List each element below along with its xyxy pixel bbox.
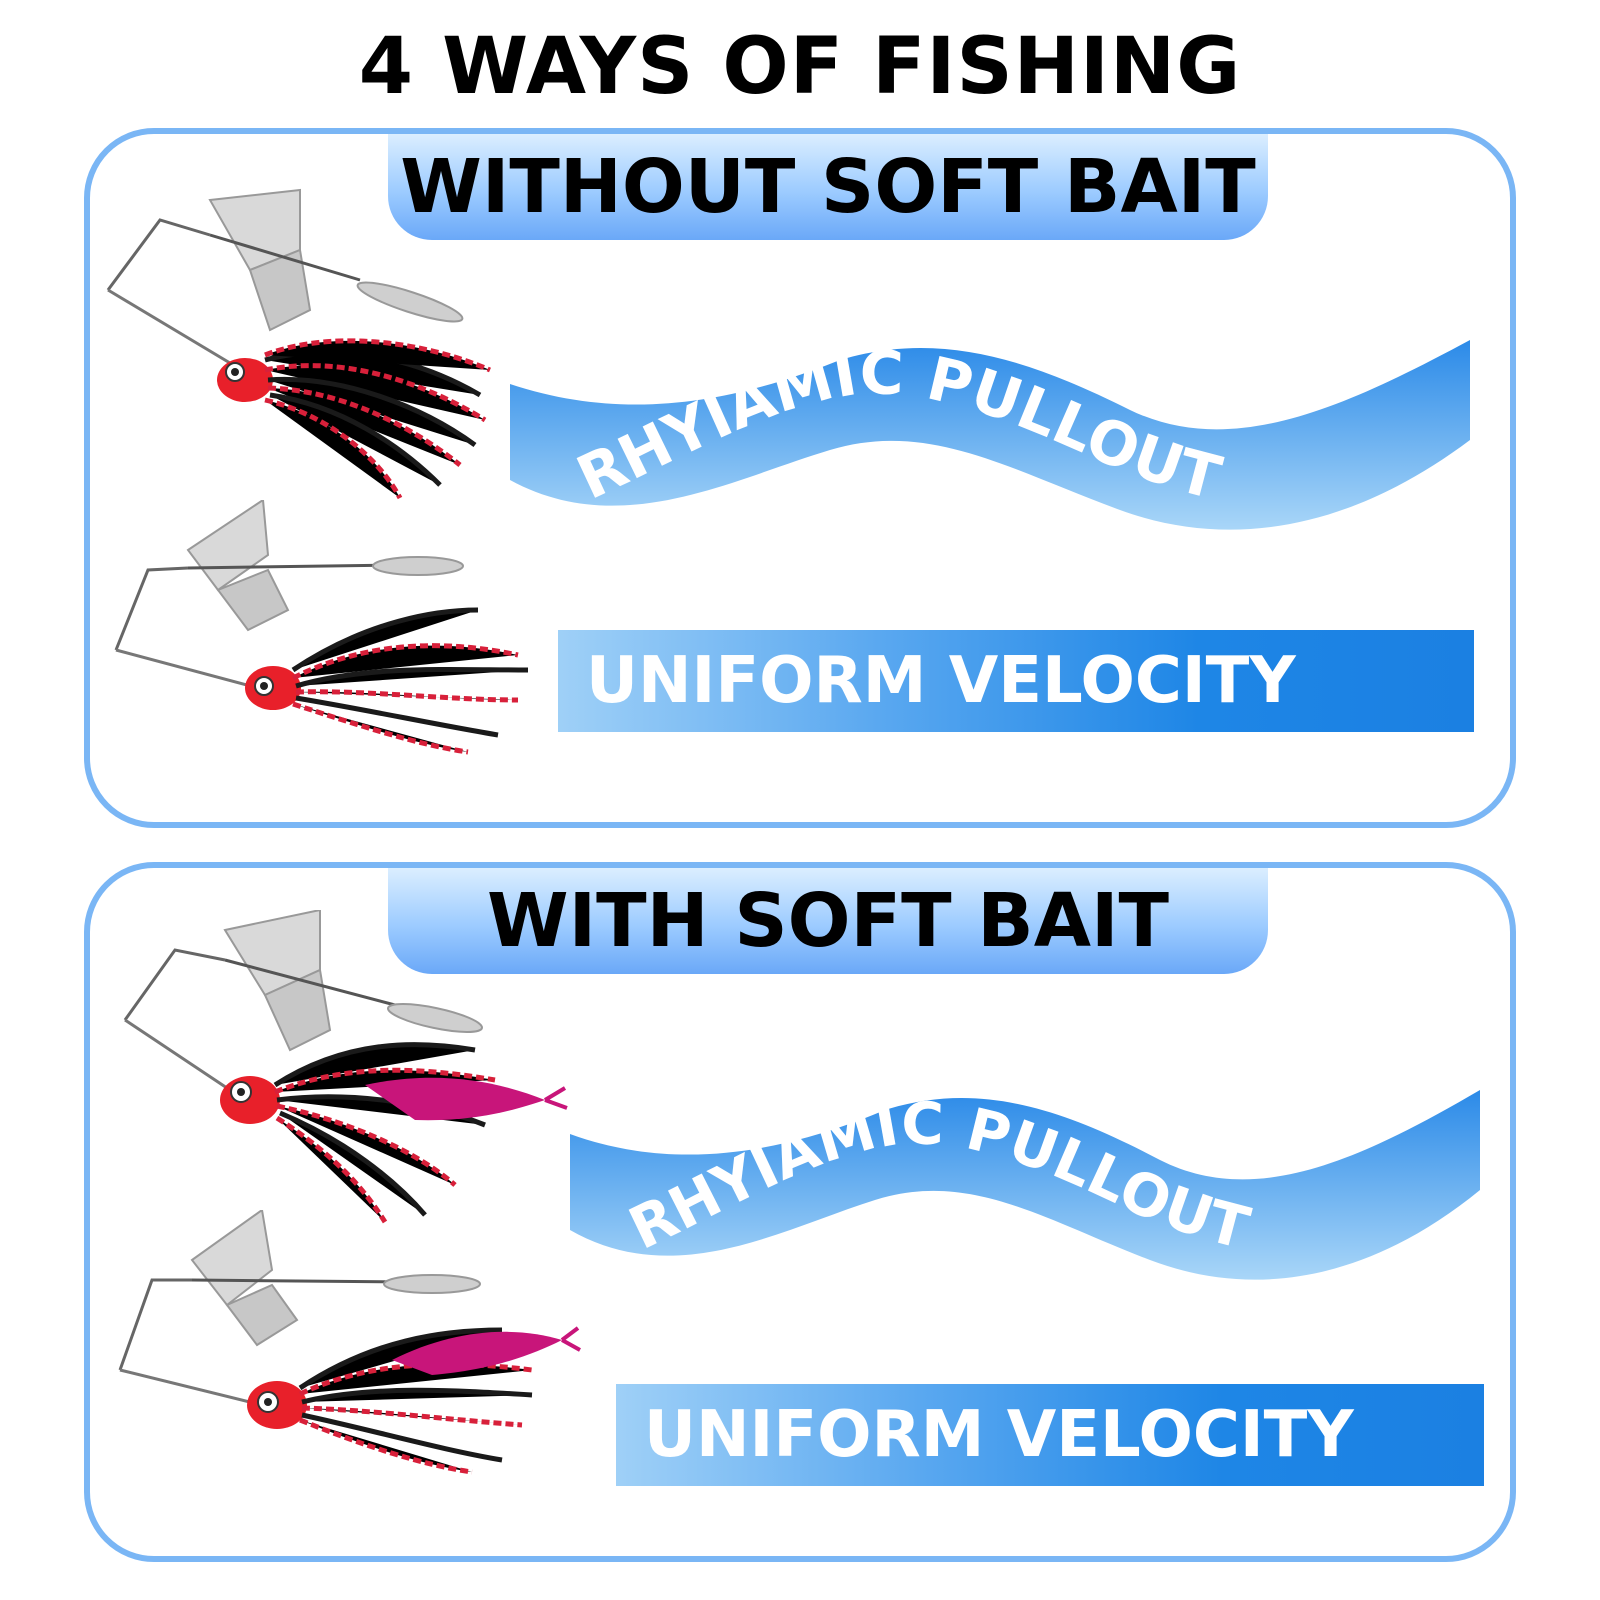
rhythmic-pullout-wave-bottom: RHYIAMIC PULLOUT	[570, 1090, 1480, 1280]
with-soft-bait-heading: WITH SOFT BAIT	[388, 868, 1268, 974]
spinnerbait-lure-with-soft-bait-icon	[118, 1210, 581, 1475]
uniform-velocity-label-bottom: UNIFORM VELOCITY	[644, 1398, 1354, 1472]
uniform-velocity-band-bottom: UNIFORM VELOCITY	[616, 1384, 1484, 1486]
without-soft-bait-heading: WITHOUT SOFT BAIT	[388, 134, 1268, 240]
uniform-velocity-label-top: UNIFORM VELOCITY	[586, 644, 1296, 718]
rhythmic-pullout-wave-top: RHYIAMIC PULLOUT	[510, 340, 1470, 530]
spinnerbait-lure-with-soft-bait-icon	[123, 910, 568, 1224]
spinnerbait-lure-icon	[114, 500, 529, 755]
page-title: 4 WAYS OF FISHING	[358, 22, 1242, 112]
spinnerbait-lure-icon	[106, 188, 491, 500]
uniform-velocity-band-top: UNIFORM VELOCITY	[558, 630, 1474, 732]
